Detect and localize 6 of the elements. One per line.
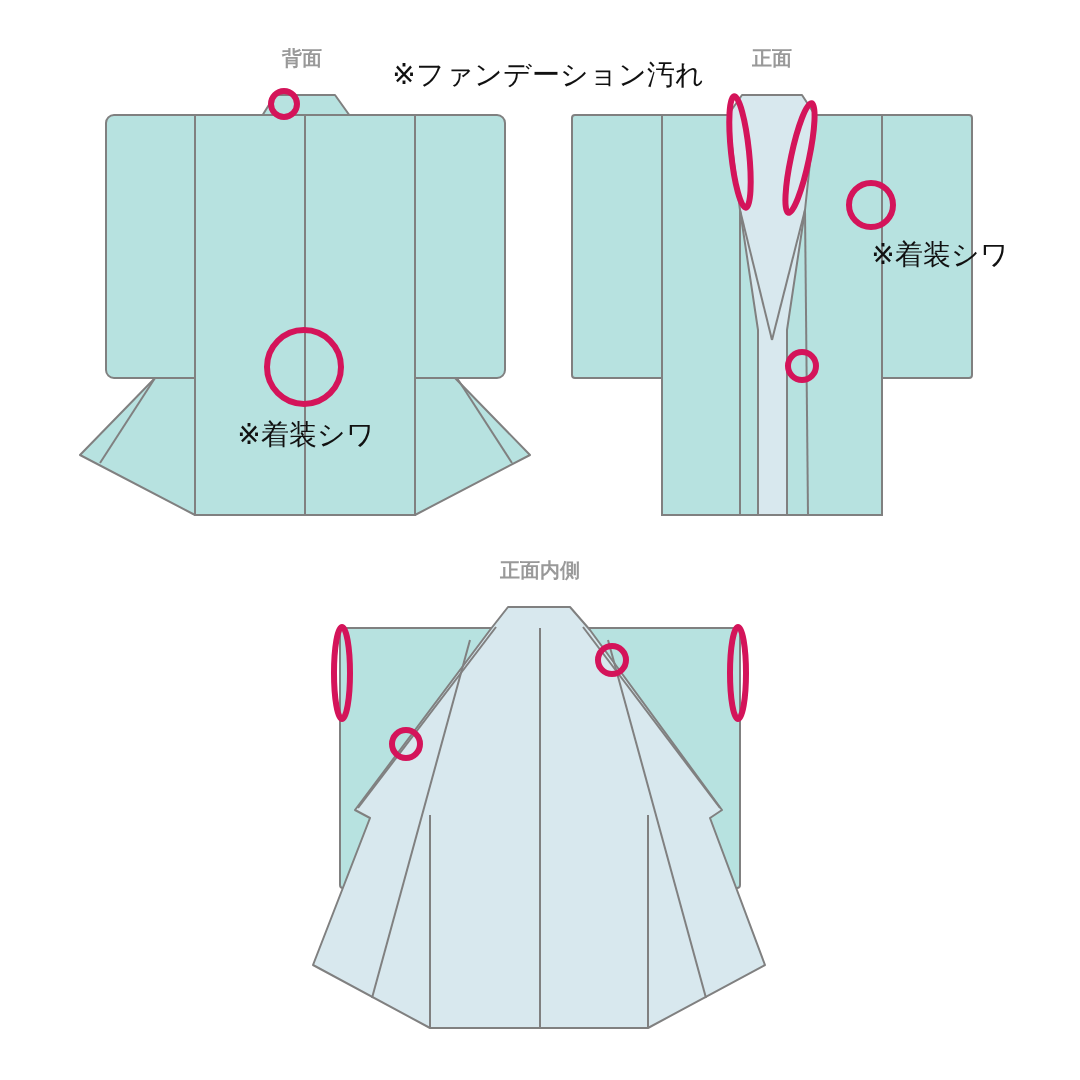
note-text: ※ファンデーション汚れ xyxy=(392,59,704,91)
note-text: ※着装シワ xyxy=(237,419,375,451)
view-title: 正面内側 xyxy=(500,559,580,581)
view-title: 背面 xyxy=(282,47,322,69)
note-text: ※着装シワ xyxy=(871,239,1009,271)
view-title: 正面 xyxy=(752,47,792,69)
